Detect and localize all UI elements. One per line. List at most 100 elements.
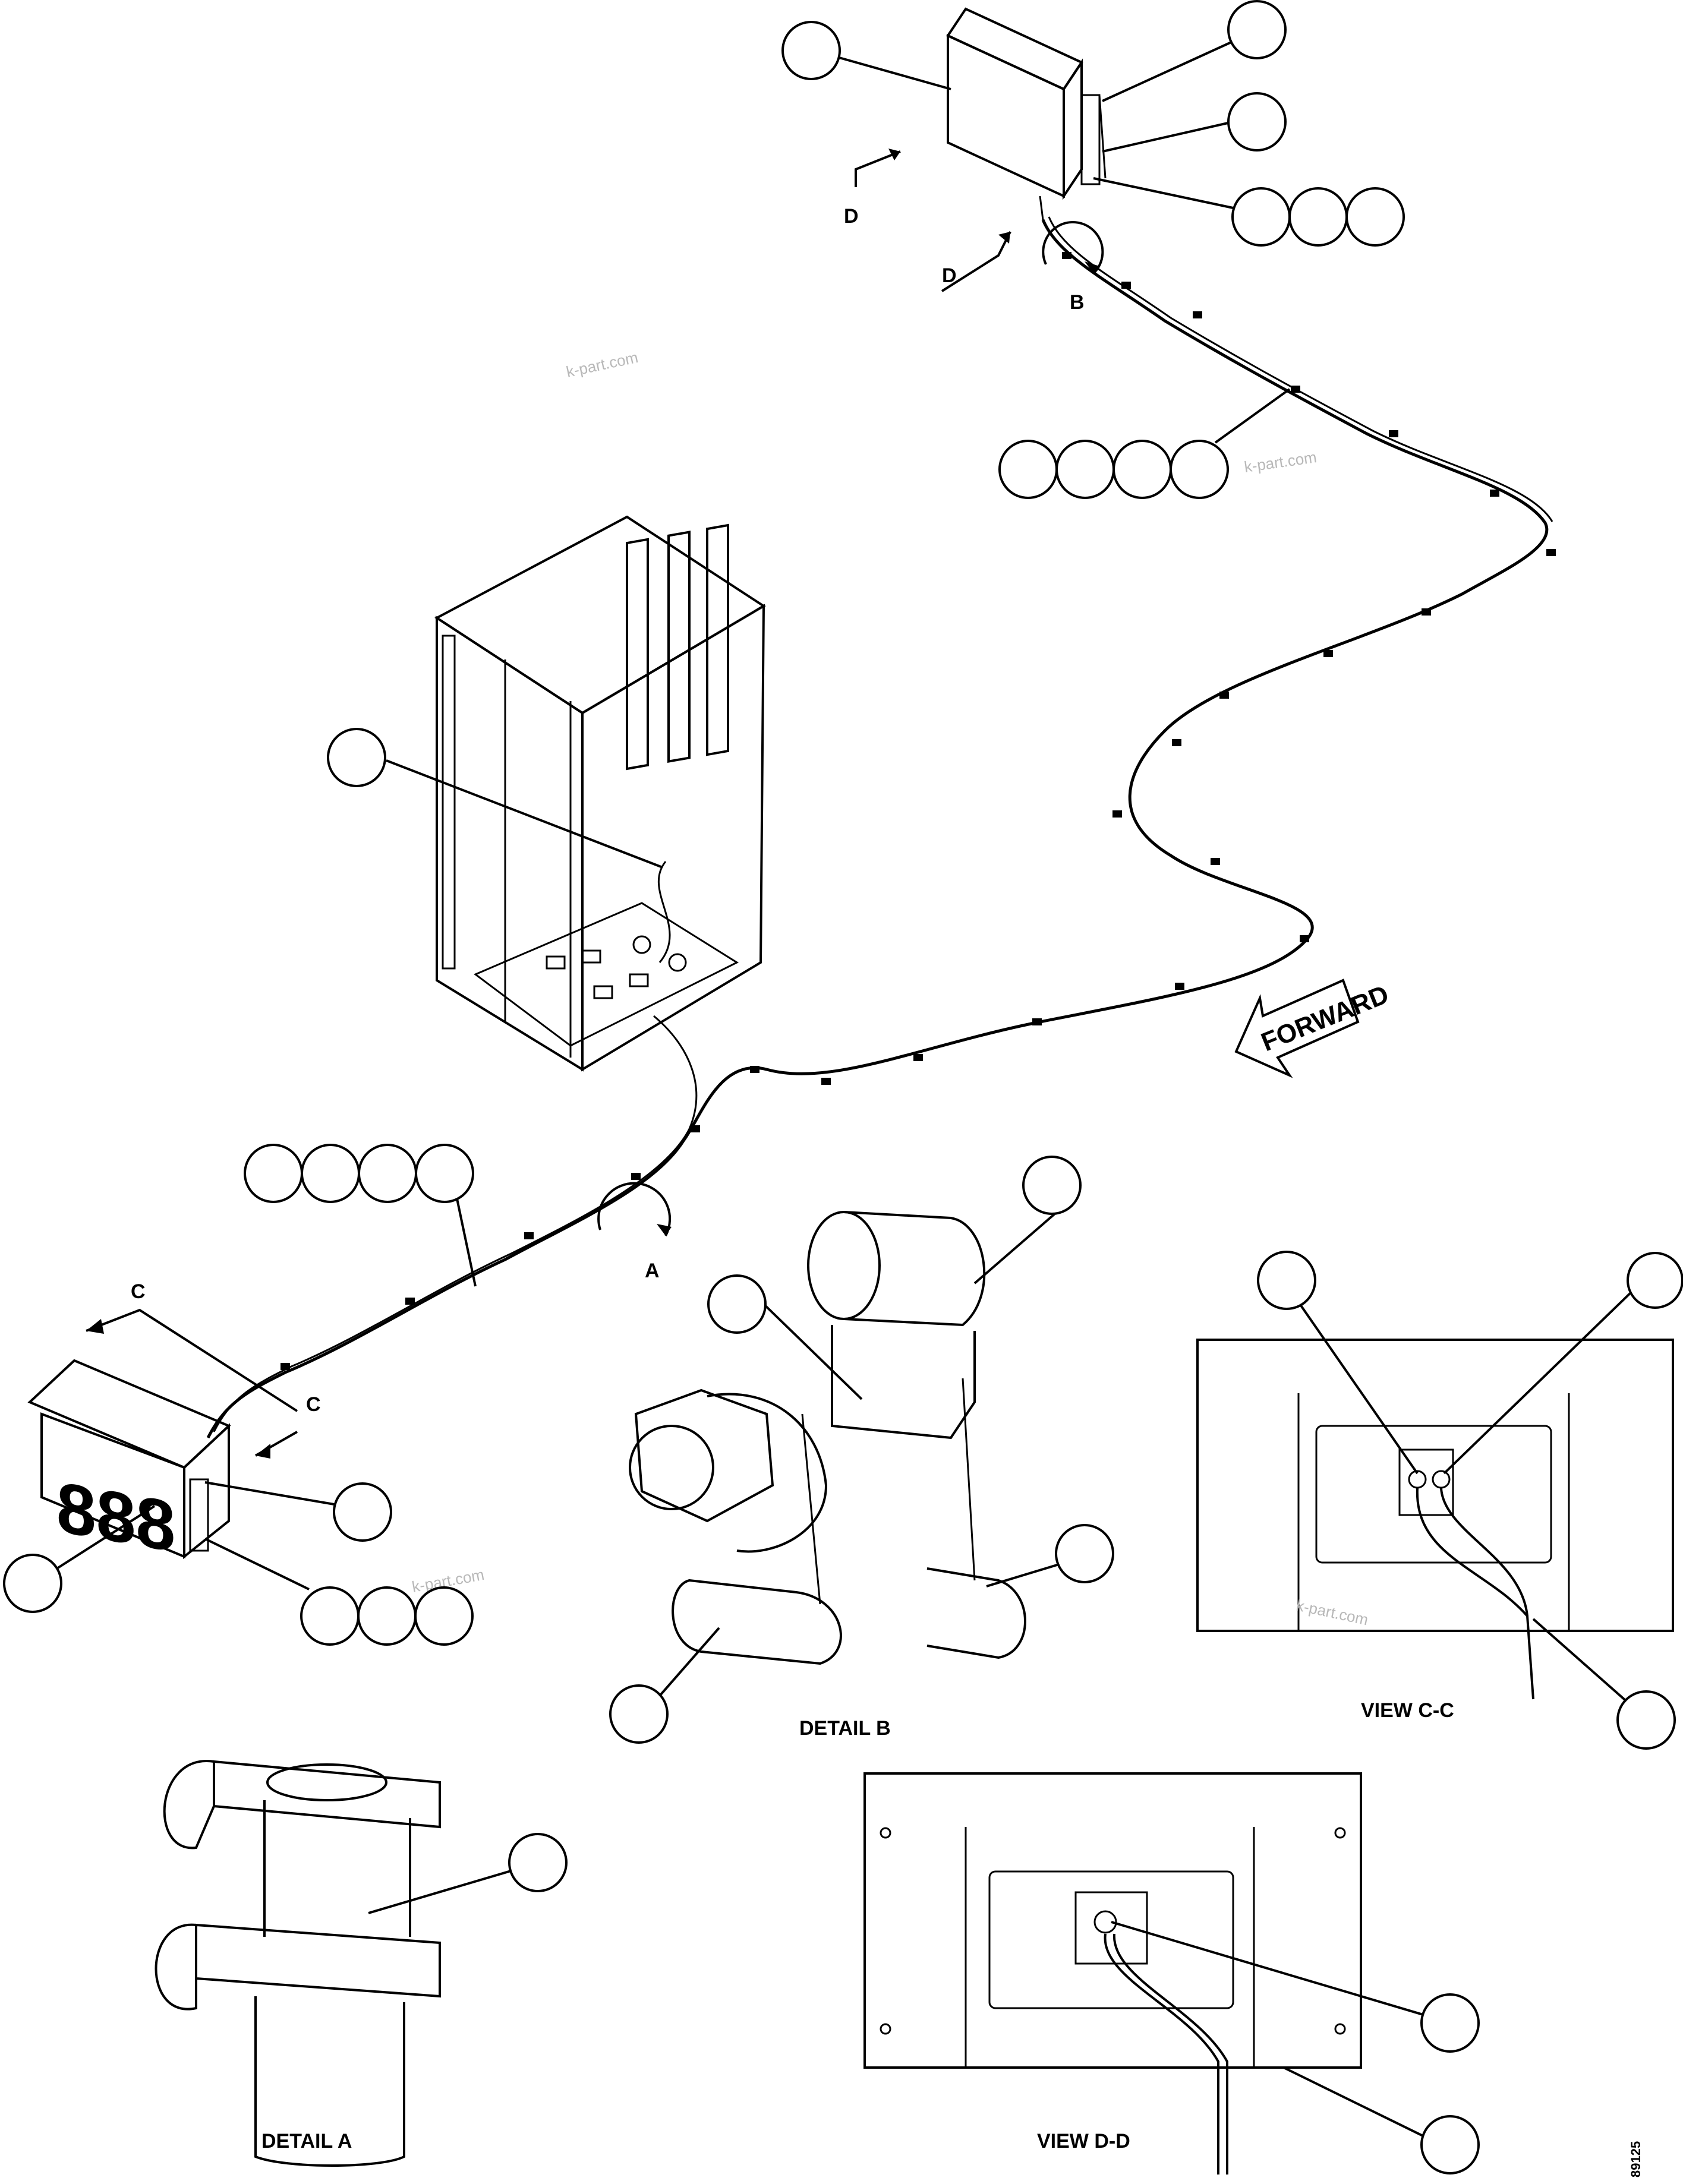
item-balloons	[3, 0, 1683, 2174]
cable-clip	[1112, 810, 1122, 818]
balloon-group-display-housing	[781, 21, 841, 80]
detail-a-caption: DETAIL A	[261, 2130, 352, 2153]
detail-b-caption: DETAIL B	[799, 1717, 891, 1740]
cable-clip	[691, 1125, 700, 1132]
item-balloon	[357, 1586, 417, 1646]
cable-clip	[405, 1298, 415, 1305]
cabinet-bottom-panel	[474, 902, 739, 1047]
lower-speed-display: 888	[27, 1359, 231, 1567]
item-balloon	[1257, 1251, 1316, 1310]
item-balloon	[1055, 440, 1115, 499]
cable-clip	[913, 1054, 923, 1061]
item-balloon	[1420, 2115, 1480, 2174]
balloon-group-cable-upper	[998, 440, 1229, 499]
item-balloon	[609, 1684, 669, 1744]
item-balloon	[244, 1144, 303, 1203]
cable-clip	[524, 1232, 534, 1239]
cable-clip	[631, 1173, 641, 1180]
forward-arrow: FORWARD	[1234, 979, 1393, 1078]
balloon-group-display-mount	[333, 1482, 392, 1542]
leader-lines	[51, 37, 1635, 2146]
item-balloon	[1420, 1993, 1480, 2053]
balloon-group-view-cc	[1257, 1251, 1683, 1750]
item-balloon	[998, 440, 1058, 499]
item-balloon	[1231, 187, 1291, 247]
section-d-label-2: D	[942, 264, 957, 287]
balloon-group-cabinet-connector	[327, 728, 386, 787]
item-balloon	[1227, 0, 1287, 59]
cable-clip	[1193, 311, 1202, 318]
drawing-number: 89125	[1628, 2141, 1643, 2177]
item-balloon	[781, 21, 841, 80]
item-balloon	[1055, 1524, 1114, 1583]
balloon-group-speed-display	[3, 1554, 62, 1613]
cable-clip	[1389, 430, 1398, 437]
cable-clip	[1062, 252, 1071, 259]
view-cc-drawing: VIEW C-C	[1196, 1339, 1674, 1722]
section-d-label-1: D	[844, 205, 859, 228]
item-balloon	[415, 1144, 474, 1203]
cable-clip	[1121, 282, 1131, 289]
cable-harness	[206, 216, 1556, 1439]
cable-clip	[1219, 692, 1229, 699]
watermarks: k-part.com k-part.com k-part.com k-part.…	[411, 348, 1370, 1628]
section-a-label: A	[645, 1260, 660, 1282]
item-balloon	[1227, 92, 1287, 152]
section-markers: D D B A C C	[86, 149, 1104, 1459]
cable-clip	[821, 1078, 831, 1085]
cable-clip	[1323, 650, 1333, 657]
cable-clip	[750, 1066, 759, 1073]
detail-b-drawing: DETAIL B	[629, 1211, 1026, 1740]
watermark-1: k-part.com	[565, 348, 639, 381]
balloon-group-detail-b	[609, 1156, 1114, 1744]
view-dd-drawing: VIEW D-D	[863, 1772, 1362, 2174]
item-balloon	[1627, 1252, 1683, 1309]
balloon-group-hardware-bottom	[300, 1586, 474, 1646]
item-balloon	[707, 1274, 767, 1334]
item-balloon	[1022, 1156, 1082, 1215]
balloon-group-hardware-top	[1231, 187, 1405, 247]
cable-clip	[1300, 935, 1309, 942]
view-dd-caption: VIEW D-D	[1037, 2130, 1130, 2153]
item-balloon	[1170, 440, 1229, 499]
cable-clip	[1490, 490, 1499, 497]
balloon-group-detail-a	[508, 1833, 568, 1892]
item-balloon	[1112, 440, 1172, 499]
cable-clip	[1175, 983, 1184, 990]
upper-display-housing	[946, 7, 1107, 220]
display-digits: 888	[56, 1467, 175, 1567]
item-balloon	[333, 1482, 392, 1542]
item-balloon	[358, 1144, 417, 1203]
cable-clip	[280, 1363, 290, 1370]
control-cabinet	[434, 515, 766, 1072]
view-cc-caption: VIEW C-C	[1361, 1699, 1454, 1722]
detail-a-drawing: DETAIL A	[155, 1760, 441, 2167]
cable-clip	[1172, 739, 1181, 746]
cable-clip	[1032, 1018, 1042, 1025]
item-balloon	[1288, 187, 1348, 247]
cable-clip	[1546, 549, 1556, 556]
cable-clip	[1211, 858, 1220, 865]
item-balloon	[3, 1554, 62, 1613]
balloon-group-bracket-top	[1227, 0, 1287, 59]
terminal-strips	[626, 523, 729, 771]
cable-clip	[1422, 608, 1431, 616]
item-balloon	[508, 1833, 568, 1892]
balloon-group-view-dd	[1420, 1993, 1480, 2174]
section-c-label-2: C	[306, 1393, 321, 1416]
section-c-label-1: C	[131, 1280, 146, 1303]
item-balloon	[414, 1586, 474, 1646]
watermark-2: k-part.com	[1243, 448, 1318, 476]
item-balloon	[1616, 1690, 1676, 1750]
forward-label: FORWARD	[1257, 980, 1392, 1057]
watermark-4: k-part.com	[1295, 1596, 1370, 1629]
item-balloon	[327, 728, 386, 787]
section-b-label: B	[1070, 291, 1085, 314]
item-balloon	[301, 1144, 360, 1203]
item-balloon	[1345, 187, 1405, 247]
balloon-group-bracket-mid	[1227, 92, 1287, 152]
balloon-group-cable-lower	[244, 1144, 474, 1203]
cable-clip	[1291, 386, 1300, 393]
item-balloon	[300, 1586, 360, 1646]
